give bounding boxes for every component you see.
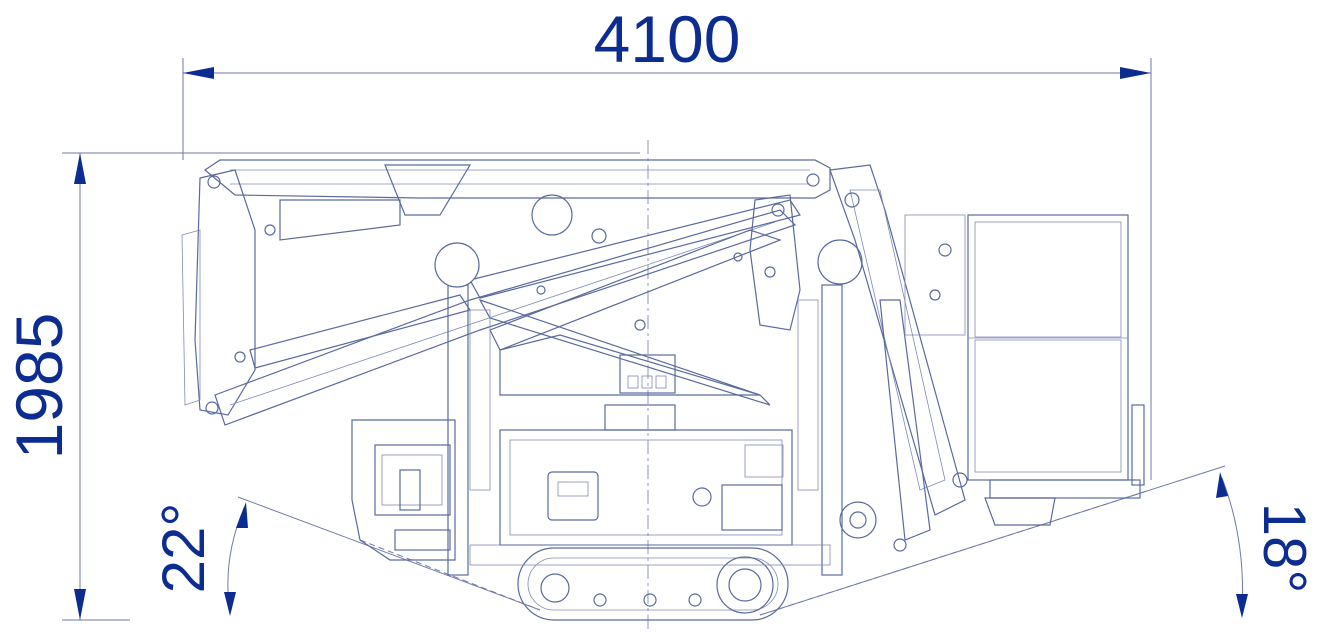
engine-module [351,419,456,561]
departure-angle-dimension: 18° [759,465,1318,618]
height-arrow-bottom [74,589,86,620]
jib-arm [829,164,968,552]
approach-ground-line [359,539,541,611]
length-value: 4100 [594,2,741,76]
length-arrow-right [1120,67,1151,79]
pivot-towers [434,239,863,576]
work-platform [904,214,1145,526]
upper-boom [203,159,831,244]
approach-angle-line [237,496,541,611]
approach-arrow-top [236,502,248,528]
departure-ground-line [759,489,1151,616]
departure-angle-arc [1221,477,1244,613]
departure-arrow-bottom [1236,594,1248,618]
track-undercarriage [469,544,831,621]
departure-angle-value: 18° [1251,503,1318,594]
approach-angle-dimension: 22° [150,496,541,616]
height-arrow-top [74,153,86,184]
height-value: 1985 [2,313,76,460]
left-boom-link [181,169,276,416]
length-dimension: 4100 [182,2,1152,480]
departure-arrow-top [1216,472,1228,498]
length-arrow-left [183,67,214,79]
height-dimension: 1985 [2,152,640,621]
approach-arrow-bottom [224,592,236,616]
chassis-body [499,429,793,546]
approach-angle-value: 22° [150,503,217,594]
machine-drawing [181,159,1145,621]
lower-booms [214,194,801,426]
